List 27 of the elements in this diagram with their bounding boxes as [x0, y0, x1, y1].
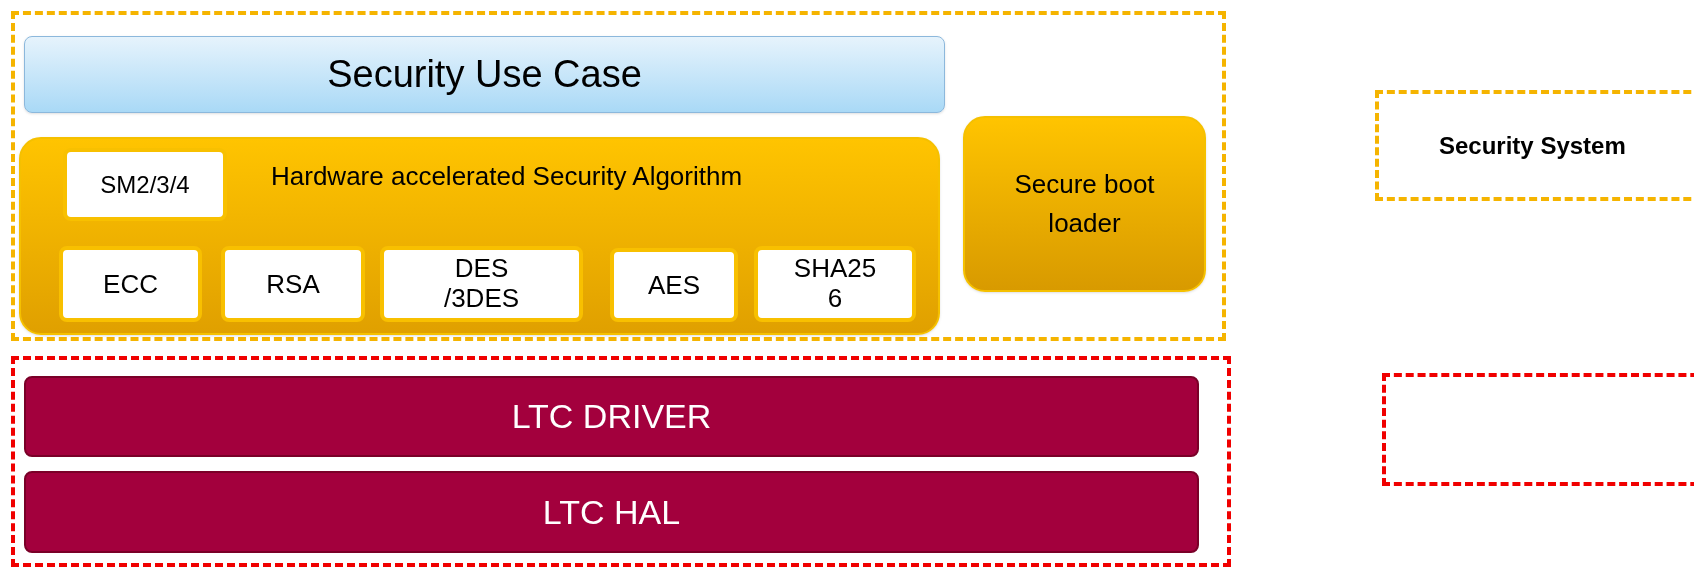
layer-label: Security Use Case — [327, 52, 642, 97]
algorithm-box — [59, 246, 202, 322]
layer-panel — [19, 137, 940, 335]
layer-bar — [24, 36, 945, 113]
layer-label: DES /3DES — [442, 254, 521, 314]
layer-label: AES — [648, 268, 700, 302]
layer-label: ECC — [103, 267, 158, 301]
algorithm-box — [610, 248, 738, 322]
layer-label: Security System — [1439, 130, 1626, 161]
layer-label: RSA — [266, 267, 320, 301]
algorithm-box — [221, 246, 365, 322]
algorithm-box — [380, 246, 583, 322]
algorithm-box — [63, 148, 227, 221]
dashed-group-frame — [11, 356, 1231, 567]
layer-label: Hardware accelerated Security Algorithm — [271, 160, 743, 193]
layer-label: LTC DRIVER — [511, 396, 712, 437]
layer-label: LTC HAL — [542, 491, 681, 533]
legend-frame — [1375, 90, 1694, 201]
layer-panel — [963, 116, 1206, 292]
algorithm-box — [754, 246, 916, 322]
dashed-group-frame — [11, 11, 1226, 341]
layer-label: SHA25 6 — [792, 254, 878, 314]
legend-frame — [1382, 373, 1694, 486]
layer-bar — [24, 471, 1199, 553]
layer-bar — [24, 376, 1199, 457]
layer-label: SM2/3/4 — [100, 169, 190, 200]
layer-label: Secure boot loader — [1013, 168, 1156, 240]
